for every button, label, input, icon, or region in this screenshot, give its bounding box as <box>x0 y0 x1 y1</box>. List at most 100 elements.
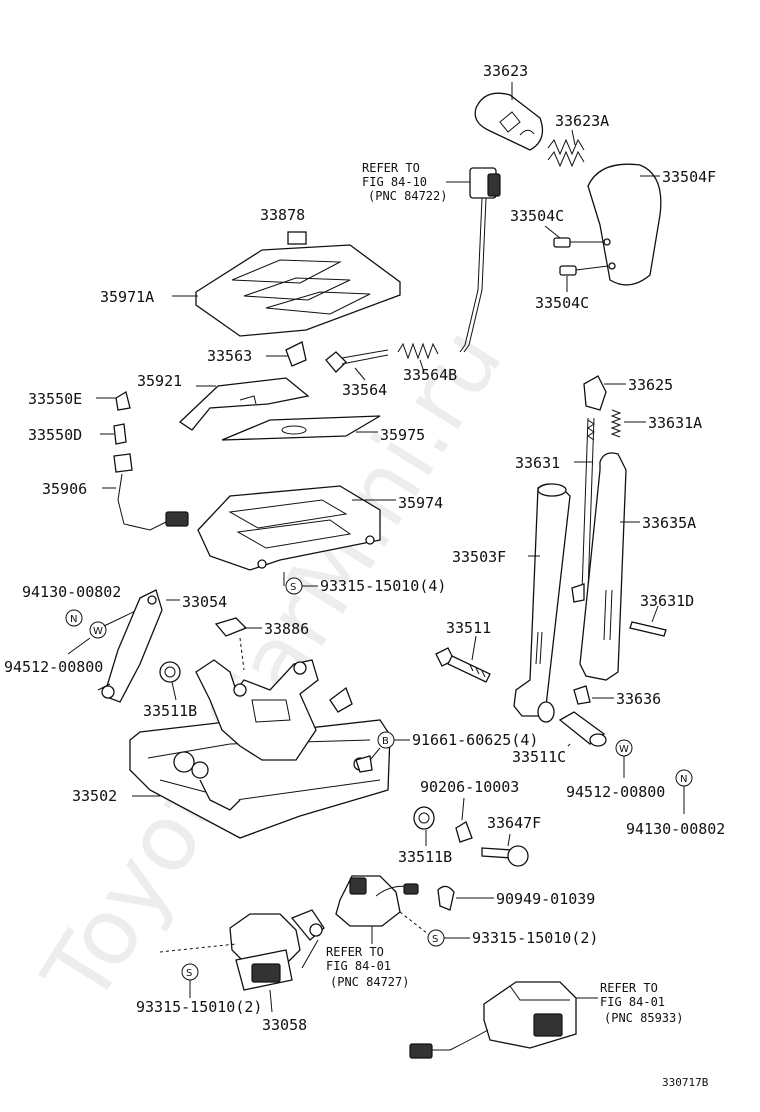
shift-lock-ecu <box>409 981 577 1059</box>
label-35974: 35974 <box>398 494 443 512</box>
ref2-line2: FIG 84-01 <box>326 959 391 973</box>
knob-screw-lower <box>559 265 609 276</box>
detent-pin <box>325 349 389 373</box>
ref1-line3: (PNC 84722) <box>368 189 447 203</box>
b-symbol-text: B <box>382 736 389 747</box>
label-33623: 33623 <box>483 62 528 80</box>
n-symbol-left <box>65 609 83 627</box>
label-90949: 90949-01039 <box>496 890 595 908</box>
label-33625: 33625 <box>628 376 673 394</box>
s-symbol-2-text: S <box>432 934 438 945</box>
knob-screw-upper <box>553 237 604 248</box>
label-94512-right: 94512-00800 <box>566 783 665 801</box>
label-90206: 90206-10003 <box>420 778 519 796</box>
label-33504C-2: 33504C <box>535 294 589 312</box>
indicator-base <box>197 485 381 571</box>
ref1-line1: REFER TO <box>362 161 420 175</box>
label-35906: 35906 <box>42 480 87 498</box>
label-33511C: 33511C <box>512 748 566 766</box>
label-33564B: 33564B <box>403 366 457 384</box>
label-94130-left: 94130-00802 <box>22 583 121 601</box>
label-91661: 91661-60625(4) <box>412 731 538 749</box>
n-symbol-right-text: N <box>680 774 687 785</box>
bolt-33511 <box>435 647 491 683</box>
label-33631D: 33631D <box>640 592 694 610</box>
label-33564: 33564 <box>342 381 387 399</box>
slider-piece <box>285 341 307 367</box>
label-33636: 33636 <box>616 690 661 708</box>
label-33563: 33563 <box>207 347 252 365</box>
ref-fig-84-01-a: REFER TO FIG 84-01 (PNC 84727) <box>326 945 409 989</box>
label-33511B-bottom: 33511B <box>398 848 452 866</box>
label-33503F: 33503F <box>452 548 506 566</box>
push-rod <box>571 417 595 603</box>
label-35975: 35975 <box>380 426 425 444</box>
shift-knob-button <box>474 92 544 151</box>
label-94512-left: 94512-00800 <box>4 658 103 676</box>
s-symbol-1-text: S <box>290 582 296 593</box>
shift-lock-solenoid <box>335 875 419 927</box>
label-93315-mid: 93315-15010(2) <box>472 929 598 947</box>
bushing-b-lower <box>413 806 435 830</box>
label-33878: 33878 <box>260 206 305 224</box>
wire-clamp <box>437 885 455 911</box>
label-93315-top: 93315-15010(4) <box>320 577 446 595</box>
label-33511: 33511 <box>446 619 491 637</box>
clip-33636 <box>573 685 591 705</box>
ref-fig-84-10: REFER TO FIG 84-10 (PNC 84722) <box>362 161 447 203</box>
label-33647F: 33647F <box>487 814 541 832</box>
bulb-e <box>115 390 131 411</box>
lever-sub-assembly <box>579 452 627 681</box>
bulb-d <box>113 423 127 445</box>
label-33504C-1: 33504C <box>510 207 564 225</box>
detent-spring <box>397 342 439 360</box>
s-symbol-3-text: S <box>186 968 192 979</box>
lock-pin <box>481 845 529 867</box>
release-button <box>583 375 607 411</box>
label-35971A: 35971A <box>100 288 154 306</box>
shift-lever-base <box>129 659 391 839</box>
label-33886: 33886 <box>264 620 309 638</box>
indicator-lamp <box>287 231 307 245</box>
shift-lock-switch-connector <box>459 167 501 353</box>
w-symbol-left-text: W <box>93 626 103 637</box>
label-33511B-top: 33511B <box>143 702 197 720</box>
ref2-line3: (PNC 84727) <box>330 975 409 989</box>
ref1-line2: FIG 84-10 <box>362 175 427 189</box>
socket-wire <box>113 453 189 531</box>
shift-lever <box>513 483 571 723</box>
w-symbol-left <box>89 621 107 639</box>
diagram-id: 330717B <box>662 1076 709 1089</box>
slide-plate <box>178 377 310 431</box>
bushing-b-upper <box>159 661 181 683</box>
shift-lock-computer <box>229 909 325 991</box>
shift-lock-bracket <box>97 589 163 703</box>
ref3-line1: REFER TO <box>600 981 658 995</box>
label-33502: 33502 <box>72 787 117 805</box>
label-33054: 33054 <box>182 593 227 611</box>
ref2-line1: REFER TO <box>326 945 384 959</box>
label-33631A: 33631A <box>648 414 702 432</box>
label-33635A: 33635A <box>642 514 696 532</box>
position-indicator-housing <box>195 244 401 337</box>
label-93315-bottom: 93315-15010(2) <box>136 998 262 1016</box>
pin-d <box>629 621 667 637</box>
label-33631: 33631 <box>515 454 560 472</box>
label-33623A: 33623A <box>555 112 609 130</box>
lock-clip <box>455 821 473 843</box>
ref-fig-84-01-b: REFER TO FIG 84-01 (PNC 85933) <box>600 981 683 1025</box>
w-symbol-right-text: W <box>619 744 629 755</box>
label-33504F: 33504F <box>662 168 716 186</box>
label-33550E: 33550E <box>28 390 82 408</box>
label-33058: 33058 <box>262 1016 307 1034</box>
rod-spring <box>610 409 622 438</box>
label-94130-right: 94130-00802 <box>626 820 725 838</box>
indicator-plate <box>221 415 381 441</box>
ref3-line3: (PNC 85933) <box>604 1011 683 1025</box>
label-35921: 35921 <box>137 372 182 390</box>
ref3-line2: FIG 84-01 <box>600 995 665 1009</box>
collar-c <box>558 711 607 747</box>
shift-knob <box>587 163 662 286</box>
label-33550D: 33550D <box>28 426 82 444</box>
